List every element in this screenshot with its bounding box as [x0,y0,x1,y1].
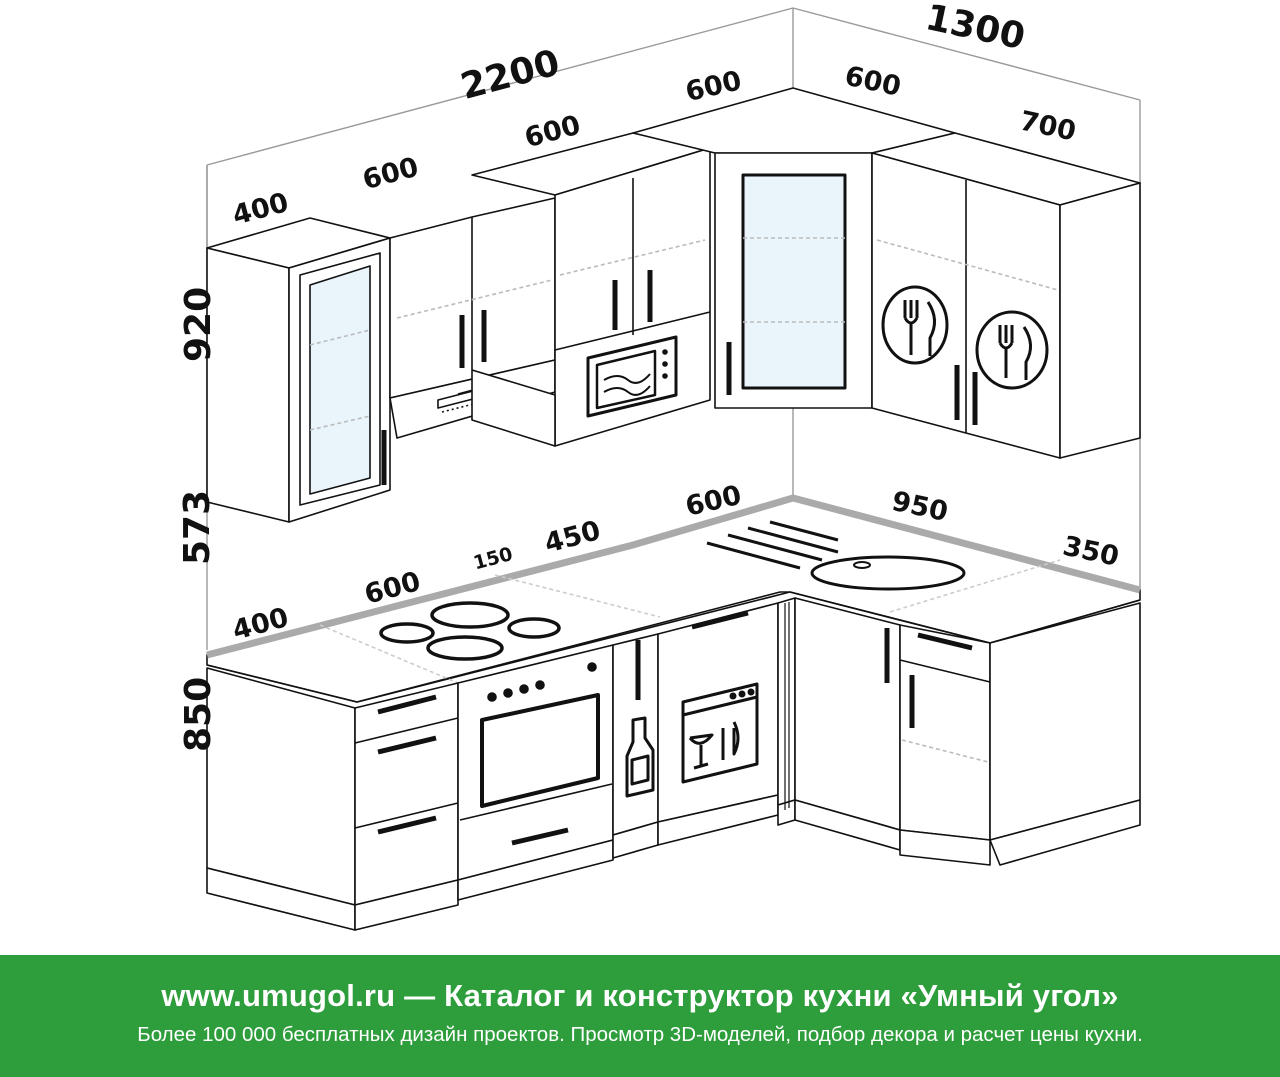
tableware-icon-2 [975,310,1049,390]
dim-lower-950: 950 [889,486,951,528]
dim-upper-600-right: 600 [842,61,904,103]
dishwasher-unit [657,602,779,846]
oven-unit [457,644,614,901]
dim-upper-700: 700 [1017,105,1079,147]
dim-lower-350: 350 [1060,531,1122,573]
upper-cabinet-600-microwave [471,132,711,447]
upper-corner-cabinet [632,87,956,409]
banner-subtitle: Более 100 000 бесплатных дизайн проектов… [137,1023,1143,1046]
dim-height-920: 920 [178,287,219,362]
hob-icon [379,601,561,661]
dim-top-1300: 1300 [922,0,1029,58]
tableware-icon [881,285,949,365]
promo-banner: www.umugol.ru — Каталог и конструктор ку… [0,955,1280,1077]
upper-cabinet-700-right [871,132,1141,459]
lower-drawer-unit [206,667,459,931]
worktop [206,494,1141,703]
microwave-icon [586,335,678,418]
lower-corner-unit [777,597,901,851]
upper-cabinet-400 [206,217,391,523]
dim-upper-400: 400 [229,187,291,232]
dim-height-573: 573 [177,490,218,565]
dim-height-850: 850 [178,677,219,752]
dishwasher-icon [681,682,759,784]
dim-lower-150: 150 [471,543,515,575]
dim-upper-600-a: 600 [359,152,421,197]
dimension-labels: 2200 1300 400 600 600 600 600 700 920 57… [177,0,1122,752]
dim-top-2200: 2200 [457,42,564,108]
lower-cabinet-350 [899,602,1141,866]
kitchen-diagram: 2200 1300 400 600 600 600 600 700 920 57… [177,0,1141,931]
oven-icon [480,662,600,808]
bottle-rack-unit [612,633,659,859]
dim-upper-600-corner: 600 [683,65,745,108]
bottle-icon [625,716,655,798]
sink-icon [706,520,966,591]
banner-title: www.umugol.ru — Каталог и конструктор ку… [161,978,1119,1013]
